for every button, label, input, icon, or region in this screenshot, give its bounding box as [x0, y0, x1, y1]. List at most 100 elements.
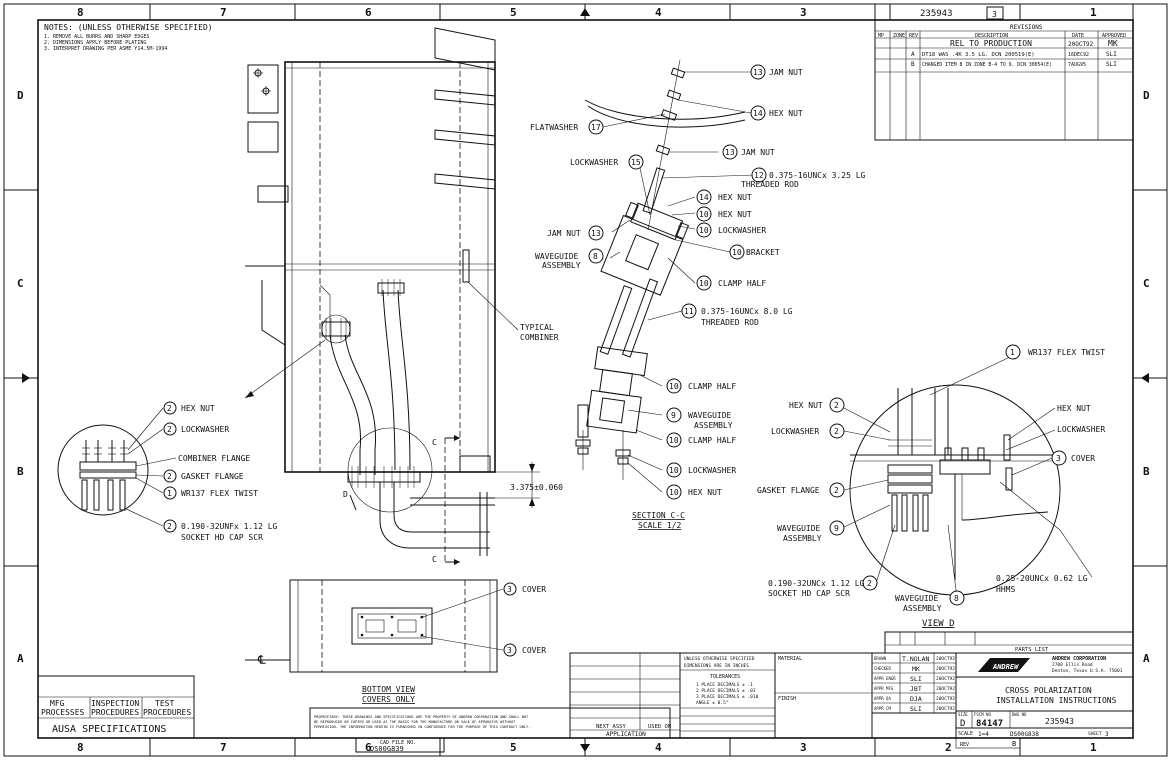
callout-label: THREADED ROD: [741, 180, 799, 189]
col-label: 8: [77, 741, 84, 754]
section-scale: SCALE 1/2: [638, 521, 682, 530]
tolerance-line: ANGLE ± 0.5°: [696, 700, 729, 706]
rev-header: REV: [909, 33, 918, 39]
company-logo: ANDREW: [978, 658, 1030, 672]
application-label: APPLICATION: [606, 731, 646, 738]
callout-label: HEX NUT: [181, 404, 215, 413]
dwg-no-label: DWG NO: [1012, 712, 1027, 717]
callout-label: HEX NUT: [769, 109, 803, 118]
callout-label: WR137 FLEX TWIST: [181, 489, 258, 498]
callout-bubble: 15: [631, 158, 641, 167]
rev-label: REV: [960, 742, 969, 748]
fscm-label: FSCM NO: [974, 712, 991, 717]
drawing-title-line-1: CROSS POLARIZATION: [1005, 686, 1092, 695]
rev-header: APPROVED: [1102, 33, 1126, 39]
section-title: SECTION C-C: [632, 511, 685, 520]
sig-role: APPR ENGR: [874, 676, 896, 681]
cad-file-no-label: CAD FILE NO.: [380, 740, 416, 746]
cad-file: DS00G838: [1010, 731, 1039, 738]
callout-label: 0.190-32UNFx 1.12 LG: [181, 522, 278, 531]
callout-label: SOCKET HD CAP SCR: [181, 533, 263, 542]
spec-mfg-2: PROCESSES: [41, 708, 85, 717]
callout-bubble: 8: [593, 252, 598, 261]
callout-bubble: 2: [167, 472, 172, 481]
grid-column-labels: 8 7 6 5 4 3 1 8 7 6 5 4 3 2 1: [77, 6, 1097, 754]
size-value: D: [960, 719, 965, 729]
callout-label: SOCKET HD CAP SCR: [768, 589, 850, 598]
sig-date: 20OCT92: [936, 696, 955, 702]
sig-role: APPR MFG: [874, 686, 894, 691]
callout-bubble: 10: [699, 210, 709, 219]
callout-bubble: 12: [754, 171, 764, 180]
bottom-view-subtitle: COVERS ONLY: [362, 695, 415, 704]
notes-title: NOTES: (UNLESS OTHERWISE SPECIFIED): [44, 23, 213, 32]
sheet-border: [3, 3, 1168, 757]
callout-label: JAM NUT: [741, 148, 775, 157]
sig-role: APPR QA: [874, 696, 891, 701]
cad-file-no: DS00G839: [370, 745, 404, 753]
spec-box: MFG PROCESSES INSPECTION PROCEDURES TEST…: [37, 675, 195, 739]
rev-date: 16DEC92: [1068, 52, 1089, 58]
rev-date: 20OCT92: [1068, 41, 1094, 48]
col-label: 7: [220, 741, 227, 754]
callout-label: BRACKET: [746, 248, 780, 257]
callout-label: WAVEGUIDE: [535, 252, 579, 261]
rev-value: B: [1012, 740, 1016, 748]
sig-name: T.NOLAN: [902, 655, 929, 663]
sheet-number-small: 3: [992, 10, 997, 19]
view-d-title: VIEW D: [922, 619, 955, 629]
callout-label: CLAMP HALF: [688, 436, 736, 445]
callout-label: ASSEMBLY: [903, 604, 942, 613]
revisions-title: REVISIONS: [1010, 24, 1043, 31]
sig-name: MK: [912, 665, 920, 673]
col-label: 1: [1090, 741, 1097, 754]
spec-inspection: INSPECTION: [91, 699, 139, 708]
callout-bubble: 2: [167, 425, 172, 434]
proprietary-notice: PROPRIETARY: THESE DRAWINGS AND SPECIFIC…: [314, 715, 529, 719]
general-notes: NOTES: (UNLESS OTHERWISE SPECIFIED) 1. R…: [44, 23, 213, 52]
callout-label: JAM NUT: [547, 229, 581, 238]
rev-letter: B: [911, 61, 915, 68]
callout-bubble: 10: [669, 382, 679, 391]
used-on-label: USED ON: [648, 724, 671, 730]
row-label: A: [1143, 652, 1150, 665]
col-label: 6: [365, 741, 372, 754]
rev-date: 7AUG95: [1068, 62, 1086, 68]
company-address: Denton, Texas U.S.A. 75001: [1052, 668, 1123, 674]
callout-bubble: 1: [167, 489, 172, 498]
company-address: 2700 Ellis Road: [1052, 662, 1093, 668]
callout-bubble: 10: [699, 226, 709, 235]
callout-bubble: 2: [167, 522, 172, 531]
title-block: PROPRIETARY: THESE DRAWINGS AND SPECIFIC…: [309, 631, 1134, 753]
row-label: C: [1143, 277, 1150, 290]
callout-label: LOCKWASHER: [181, 425, 229, 434]
row-label: D: [17, 89, 24, 102]
callout-bubble: 10: [699, 279, 709, 288]
tolerances-title: TOLERANCES: [710, 674, 740, 680]
section-c-c: 13 JAM NUT 14 HEX NUT 17 FLATWASHER 13 J…: [530, 59, 866, 530]
company-name: ANDREW CORPORATION: [1052, 656, 1106, 662]
callout-bubble: 14: [699, 193, 709, 202]
proprietary-notice-3: PERMISSION. THE INFORMATION HEREIN IS FU…: [314, 725, 530, 729]
tolerance-line: 3 PLACE DECIMALS ± .010: [696, 694, 759, 700]
callout-label: LOCKWASHER: [570, 158, 618, 167]
bottom-view: ℄ 3 COVER 3 COVER BOTTOM VIEW COVERS ONL…: [245, 579, 546, 704]
callout-label: JAM NUT: [769, 68, 803, 77]
sig-role: APPR CM: [874, 706, 891, 711]
note-line: 3. INTERPRET DRAWING PER ASME Y14.5M-199…: [44, 46, 167, 52]
sig-date: 20OCT92: [936, 656, 955, 662]
section-cut-letter: C: [432, 438, 437, 447]
sig-name: JBT: [910, 685, 922, 693]
callout-label: ASSEMBLY: [542, 261, 581, 270]
next-assy-label: NEXT ASSY: [596, 724, 626, 730]
col-label: 3: [800, 6, 807, 19]
sheet-label: SHEET: [1088, 731, 1102, 737]
tolerance-line: 2 PLACE DECIMALS ± .03: [696, 688, 756, 694]
col-label: 4: [655, 741, 662, 754]
callout-label: COVER: [522, 585, 546, 594]
tolerance-line: 1 PLACE DECIMALS ± .1: [696, 682, 753, 688]
callout-label: WAVEGUIDE: [688, 411, 732, 420]
callout-label: HEX NUT: [789, 401, 823, 410]
sig-date: 20OCT92: [936, 676, 955, 682]
fscm-value: 84147: [976, 719, 1003, 729]
